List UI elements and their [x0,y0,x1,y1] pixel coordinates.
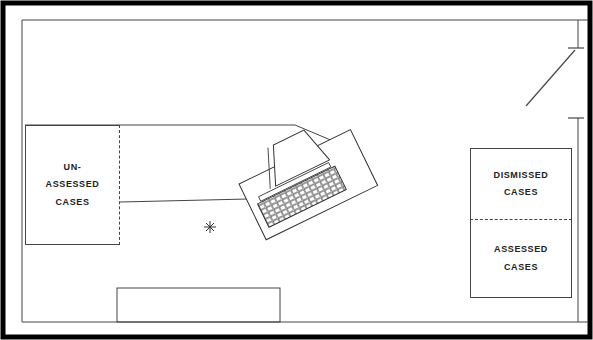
case-tray: UN- ASSESSED CASES [25,125,120,245]
tray-label: ASSESSED CASES [482,239,560,277]
case-tray: ASSESSED CASES [470,220,572,298]
outer-frame [3,3,590,337]
case-tray: DISMISSED CASES [470,148,572,220]
door [526,48,584,118]
cabinet [117,288,280,322]
tray-label: DISMISSED CASES [482,165,560,203]
tray-label: UN- ASSESSED CASES [34,157,112,212]
room-walls [22,20,588,322]
asterisk-mark [204,221,216,233]
computer [230,112,377,240]
